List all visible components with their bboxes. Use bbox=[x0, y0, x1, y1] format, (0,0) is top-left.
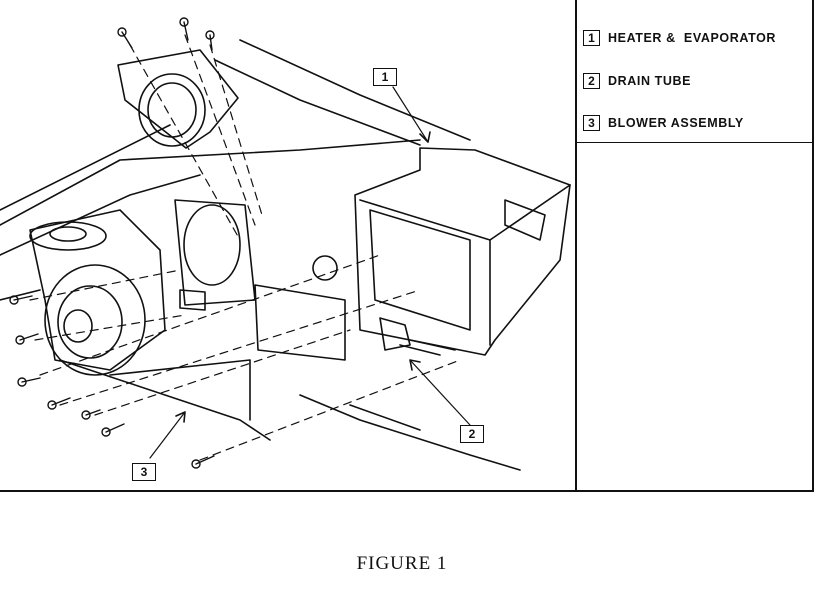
hvac-exploded-diagram bbox=[0, 17, 571, 471]
screw-icon bbox=[179, 17, 189, 41]
screw-icon bbox=[81, 409, 101, 420]
arrowhead-icon bbox=[175, 411, 186, 423]
legend-label: BLOWER ASSEMBLY bbox=[608, 116, 744, 130]
legend-label: HEATER & EVAPORATOR bbox=[608, 31, 777, 45]
legend-label: DRAIN TUBE bbox=[608, 74, 692, 88]
screw-icon bbox=[101, 423, 125, 437]
screw-icon bbox=[47, 397, 71, 410]
firewall-outline bbox=[0, 39, 521, 471]
upper-duct bbox=[117, 49, 239, 149]
legend-number: 3 bbox=[583, 115, 600, 131]
legend-number: 2 bbox=[583, 73, 600, 89]
heater-evaporator-case bbox=[312, 147, 571, 356]
legend-item-heater-evaporator: 1 HEATER & EVAPORATOR bbox=[583, 28, 776, 48]
figure-caption: FIGURE 1 bbox=[356, 553, 448, 574]
blower-assembly bbox=[29, 209, 271, 441]
callout-2: 2 bbox=[460, 425, 484, 443]
legend-item-blower-assembly: 3 BLOWER ASSEMBLY bbox=[583, 113, 744, 133]
figure-frame bbox=[0, 0, 814, 492]
screw-icon bbox=[17, 377, 41, 387]
callout-3: 3 bbox=[132, 463, 156, 481]
center-panel bbox=[174, 199, 346, 361]
leader-lines bbox=[149, 86, 471, 459]
legend-rule bbox=[577, 142, 812, 143]
screw-icon bbox=[15, 333, 39, 345]
screw-icons bbox=[9, 17, 215, 469]
screw-icon bbox=[117, 27, 133, 49]
legend-item-drain-tube: 2 DRAIN TUBE bbox=[583, 71, 691, 91]
drain-tube bbox=[379, 317, 456, 356]
arrowhead-icon bbox=[409, 359, 421, 371]
alignment-lines bbox=[29, 34, 461, 461]
screw-icon bbox=[205, 30, 215, 51]
screw-icon bbox=[191, 455, 215, 469]
legend-number: 1 bbox=[583, 30, 600, 46]
arrowhead-icon bbox=[419, 131, 431, 143]
screw-icon bbox=[9, 295, 33, 305]
legend-divider bbox=[575, 0, 577, 490]
callout-1: 1 bbox=[373, 68, 397, 86]
